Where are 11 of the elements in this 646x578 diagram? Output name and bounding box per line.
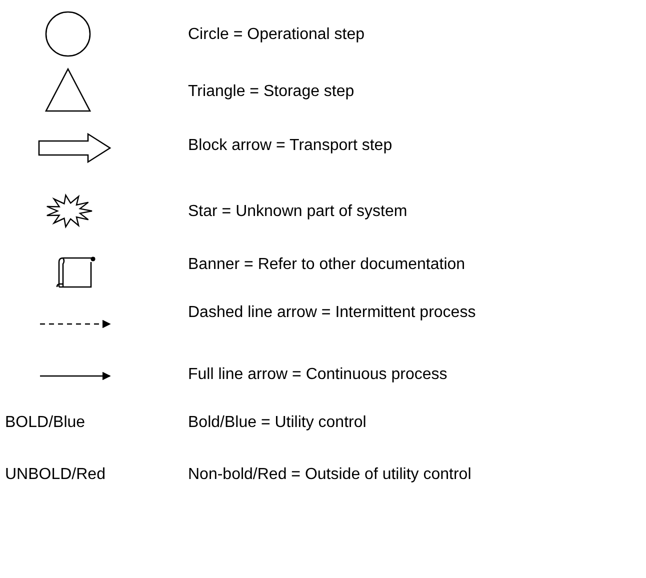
sample-text: BOLD/Blue [5,413,86,433]
legend-text: Circle = Operational step [188,25,365,45]
legend-text: Non-bold/Red = Outside of utility control [188,465,472,485]
legend-text: Bold/Blue = Utility control [188,413,366,433]
sample-text: UNBOLD/Red [5,465,106,485]
legend-text: Full line arrow = Continuous process [188,365,448,385]
legend-text: Dashed line arrow = Intermittent process [188,303,476,323]
legend-text: Star = Unknown part of system [188,202,408,222]
legend-text: Block arrow = Transport step [188,136,392,156]
legend-text: Triangle = Storage step [188,82,354,102]
legend-text: Banner = Refer to other documentation [188,255,466,275]
